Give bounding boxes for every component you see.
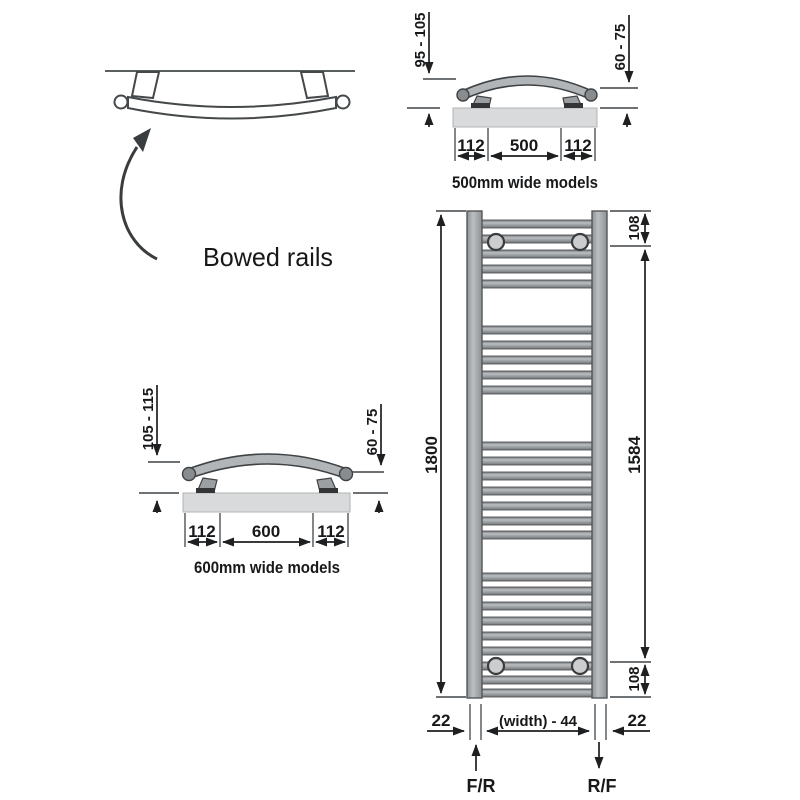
plan-view-bowed-rail: Bowed rails [105, 70, 355, 272]
rail [481, 631, 593, 641]
rail [481, 340, 593, 350]
rail [481, 471, 593, 481]
bowed-rails-label: Bowed rails [203, 242, 333, 272]
rail [481, 616, 593, 626]
rail-end-cap-left [456, 88, 470, 102]
rail [481, 441, 593, 451]
dim-left-edge-offset: 22 [432, 711, 451, 730]
wall-bracket-bottom-left [486, 656, 506, 676]
dim-600-right-overhang: 112 [317, 522, 344, 541]
vertical-tube-right [591, 210, 608, 699]
dim-600-left-overhang: 112 [188, 522, 215, 541]
caption-500: 500mm wide models [452, 173, 598, 192]
rail [481, 675, 593, 685]
wall-bracket-bottom-right [570, 656, 590, 676]
dim-500-left-overhang: 112 [457, 136, 484, 155]
dim-500-wall-clearance: 95 - 105 [412, 12, 429, 67]
rail [481, 325, 593, 335]
rail-end-cap-left [181, 466, 197, 482]
caption-600: 600mm wide models [194, 558, 340, 577]
bowed-rail-tube [127, 95, 337, 120]
dim-right-edge-offset: 22 [628, 711, 647, 730]
side-view-500: 95 - 105 60 - 75 112 500 112 500mm wide … [407, 12, 638, 192]
support-foot-right [319, 488, 338, 493]
rail [481, 279, 593, 289]
rail-end-cap-right [584, 88, 598, 102]
rail [481, 486, 593, 496]
dim-600-end-clearance: 60 - 75 [364, 409, 381, 456]
dim-600-wall-clearance: 105 - 115 [140, 388, 157, 451]
dim-centre-span: (width) - 44 [499, 713, 578, 730]
dim-bracket-centres: 1584 [625, 436, 644, 474]
rail [481, 646, 593, 656]
rail [481, 355, 593, 365]
rail [481, 572, 593, 582]
support-foot-right [564, 103, 583, 108]
bowed-rail-side [187, 453, 348, 481]
rail [481, 688, 593, 698]
bracket-right [299, 71, 330, 100]
rail-groups [481, 219, 593, 698]
dim-500-span: 500 [510, 136, 538, 155]
dim-overall-height: 1800 [422, 436, 441, 474]
support-foot-left [471, 103, 490, 108]
rail [481, 586, 593, 596]
front-view-radiator: 1800 108 1584 108 22 (width) - 44 22 F/R… [422, 210, 651, 796]
dim-500-end-clearance: 60 - 75 [612, 24, 629, 71]
rail [481, 530, 593, 540]
vertical-tube-left [466, 210, 483, 699]
curved-pointer-arrow [119, 146, 158, 261]
rail-end-cap-right [335, 94, 351, 110]
connection-label-left: F/R [467, 776, 496, 796]
rail [481, 501, 593, 511]
bracket-left [130, 71, 161, 100]
side-view-600: 105 - 115 60 - 75 112 600 112 600mm wide… [139, 385, 388, 577]
dim-500-right-overhang: 112 [564, 136, 591, 155]
dim-600-span: 600 [252, 522, 280, 541]
rail [481, 370, 593, 380]
rail [481, 249, 593, 259]
rail-end-cap-right [338, 466, 354, 482]
rail [481, 219, 593, 229]
wall-bracket-top-right [570, 232, 590, 252]
dim-top-bracket-offset: 108 [626, 215, 643, 240]
rail [481, 385, 593, 395]
rail [481, 601, 593, 611]
curved-pointer-arrowhead [133, 128, 151, 152]
wall-section [452, 107, 598, 128]
support-foot-left [196, 488, 215, 493]
wall-section [182, 492, 351, 513]
rail [481, 264, 593, 274]
dim-bottom-bracket-offset: 108 [626, 666, 643, 691]
rail [481, 516, 593, 526]
rail [481, 456, 593, 466]
wall-bracket-top-left [486, 232, 506, 252]
rail-end-cap-left [113, 94, 129, 110]
connection-label-right: R/F [588, 776, 617, 796]
